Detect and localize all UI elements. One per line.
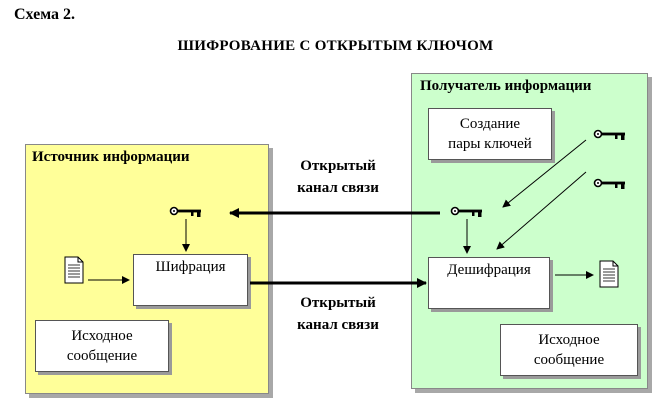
public-key-icon-receiver: [450, 206, 483, 218]
scheme-label: Схема 2.: [14, 6, 76, 23]
public-key-icon-source: [169, 206, 202, 218]
decrypted-document-icon: [599, 260, 619, 288]
plaintext-document-icon: [64, 256, 84, 284]
encryption-box: Шифрация: [133, 254, 248, 306]
private-key-to-decryption-arrow: [496, 171, 587, 250]
receiver-panel-title: Получатель информации: [420, 78, 592, 94]
diagram-title: ШИФРОВАНИЕ С ОТКРЫТЫМ КЛЮЧОМ: [177, 38, 494, 54]
source-panel-title: Источник информации: [32, 149, 190, 165]
decryption-box: Дешифрация: [428, 257, 550, 309]
public-key-icon-generated: [593, 178, 626, 190]
keygen-to-public-key-arrow: [502, 139, 587, 208]
private-key-icon: [593, 129, 626, 141]
